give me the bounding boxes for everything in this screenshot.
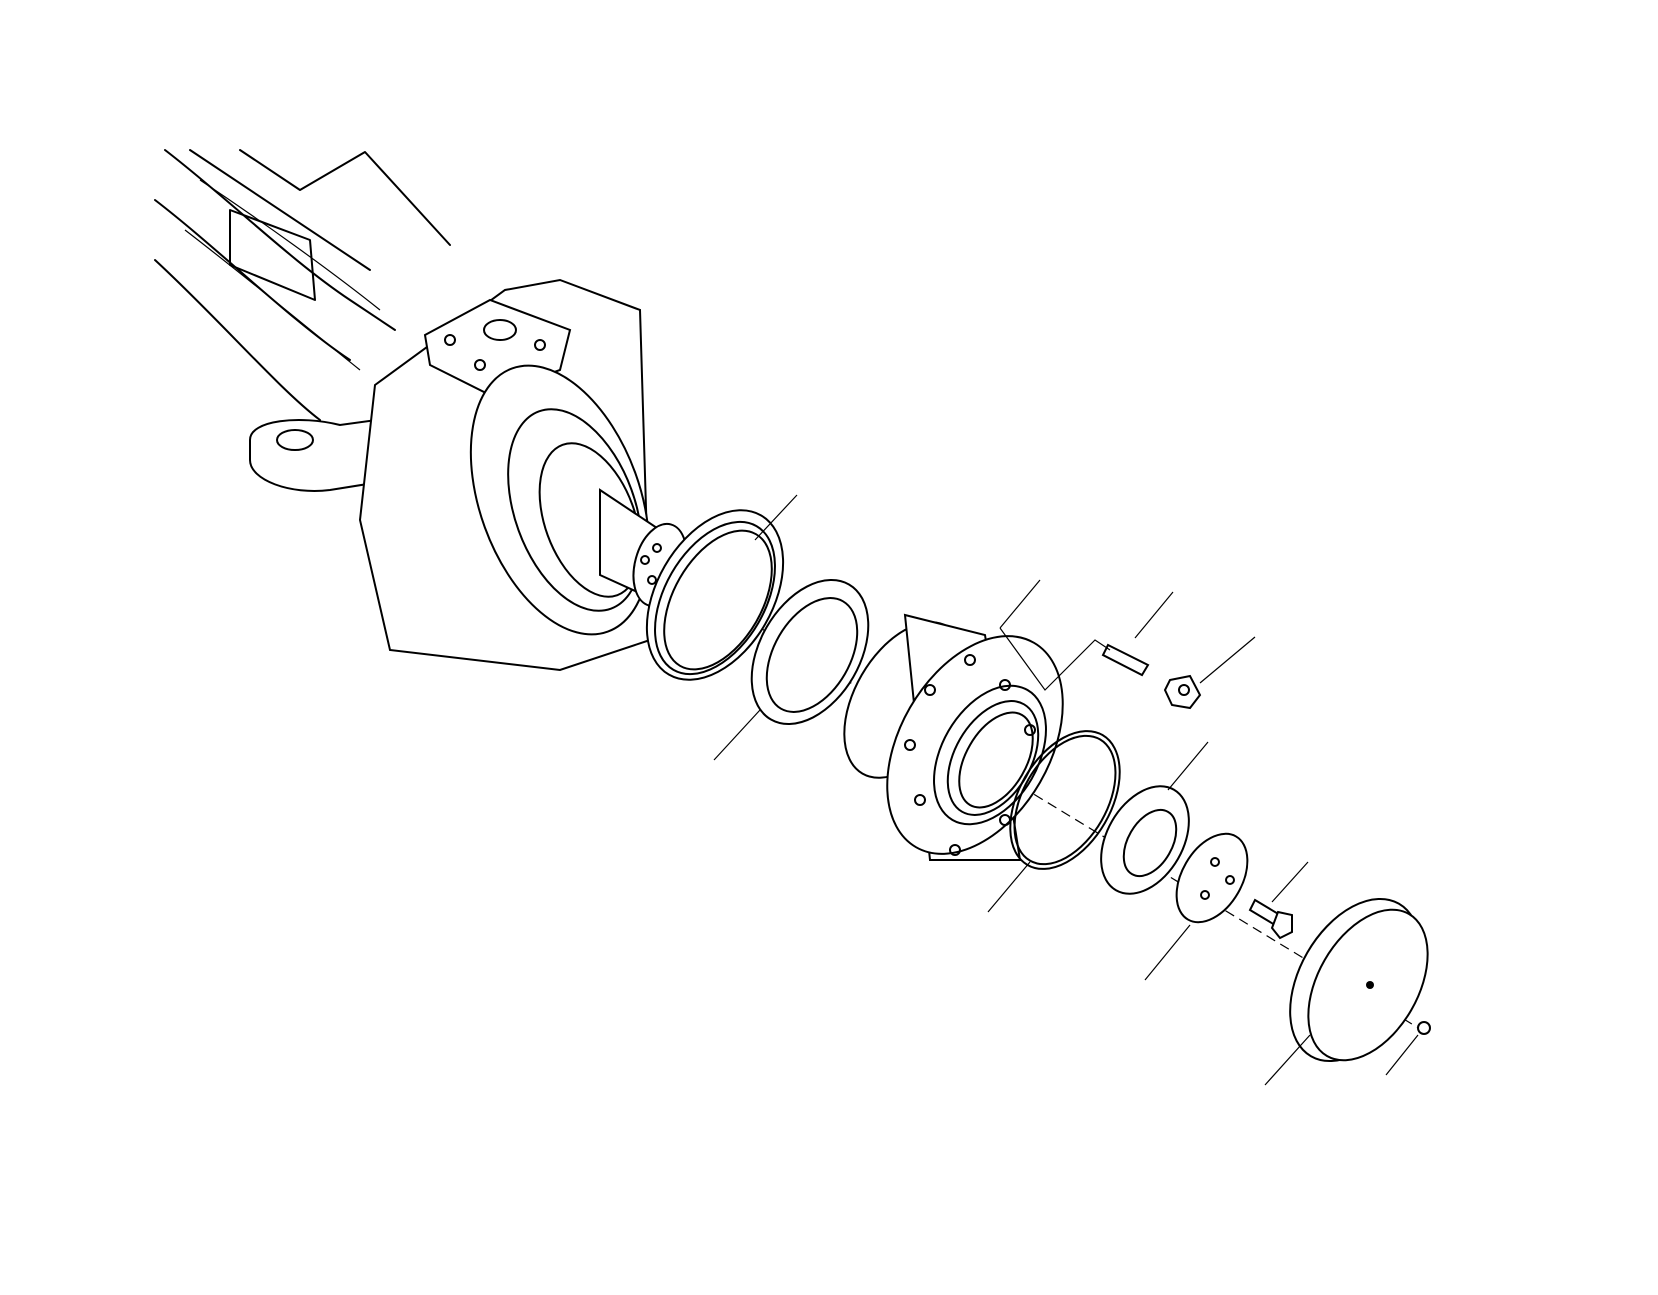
wheel-nut (1163, 674, 1202, 710)
axle-beam (154, 149, 451, 421)
cap-center-hole (1366, 981, 1374, 989)
hub-cap (1289, 897, 1429, 1063)
o-ring-inner (1013, 734, 1117, 866)
seal-ring (645, 509, 785, 681)
steering-knuckle (358, 278, 652, 672)
outer-bearing (1100, 785, 1190, 895)
retaining-bolt (1248, 898, 1293, 940)
wheel-hub (843, 613, 1064, 861)
leader-lines (713, 494, 1419, 1086)
cap-plug (1417, 1021, 1431, 1035)
wheel-stud (1101, 643, 1150, 677)
thrust-washer (1175, 832, 1249, 924)
inner-bearing (750, 578, 870, 726)
